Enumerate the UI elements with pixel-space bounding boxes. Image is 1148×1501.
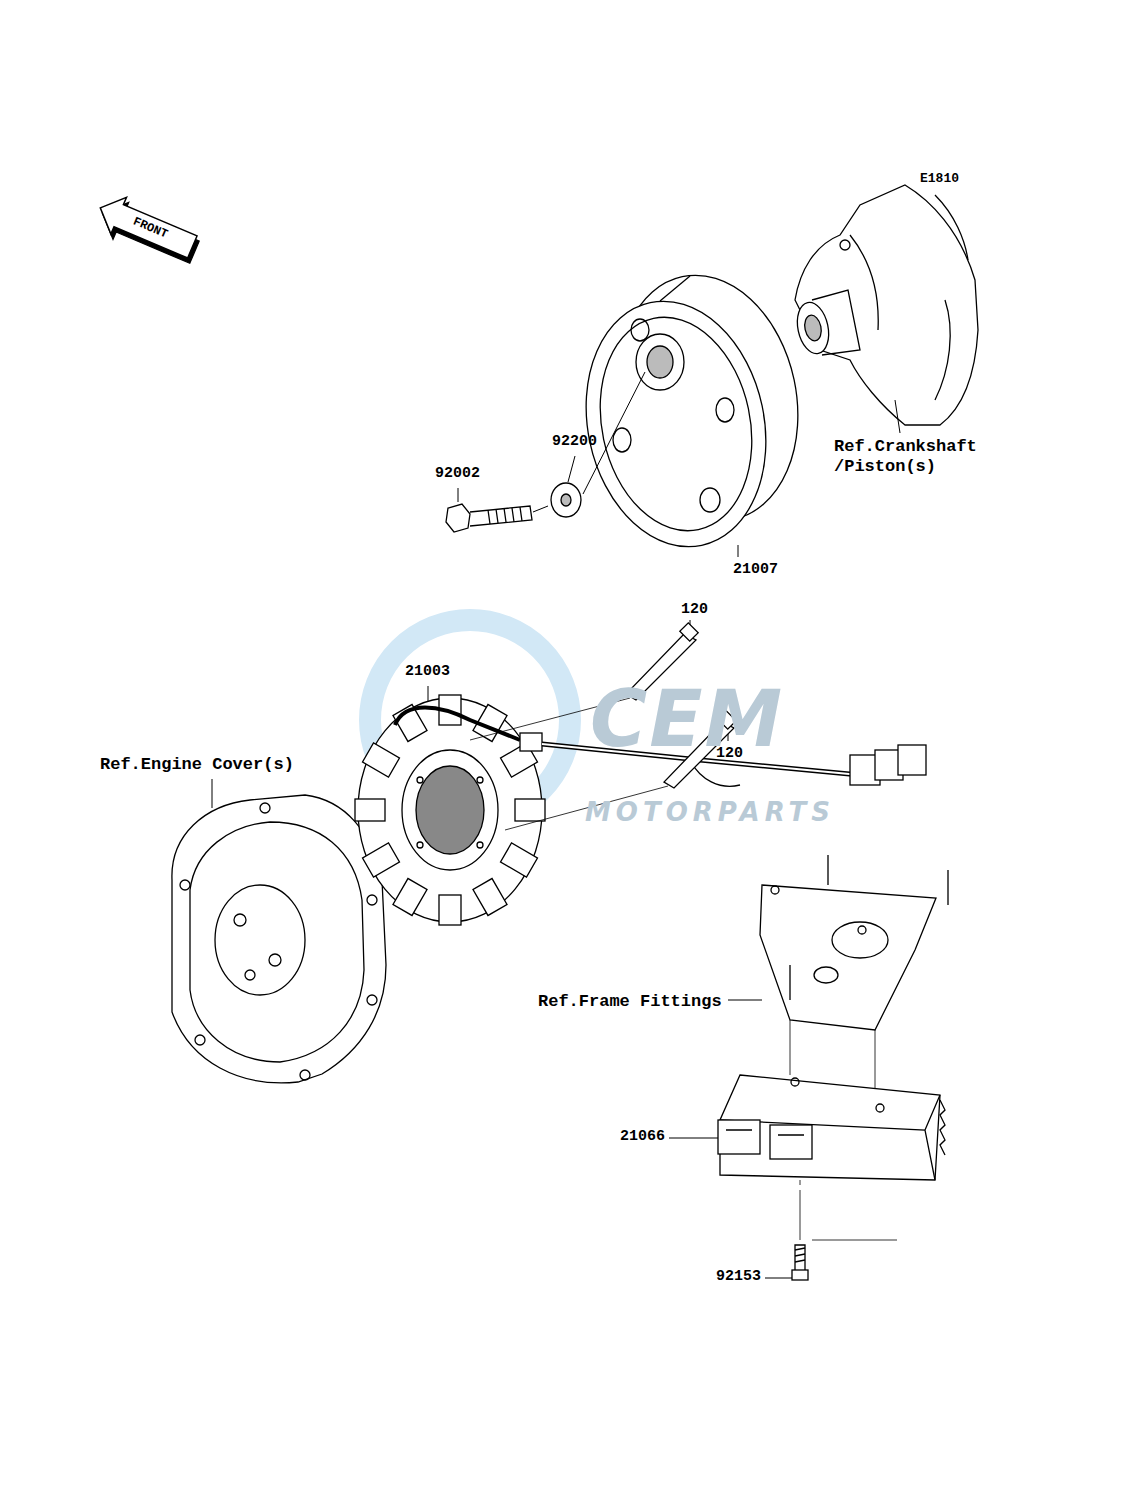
engine-cover (172, 795, 386, 1083)
regulator-bolt (792, 1245, 808, 1280)
callout-number: 21003 (405, 663, 450, 680)
front-marker: FRONT (131, 216, 170, 243)
callout-number: 21007 (733, 561, 778, 578)
flywheel-rotor (564, 258, 820, 563)
front-arrow (91, 189, 204, 270)
flywheel-bolt (446, 504, 548, 532)
reference-note: Ref.Crankshaft /Piston(s) (834, 437, 1009, 476)
callout-number: 120 (681, 601, 708, 618)
watermark: CEM (590, 675, 784, 765)
crankshaft (793, 185, 978, 425)
callout-number: 92153 (716, 1268, 761, 1285)
frame-fitting (760, 855, 948, 1100)
callout-number: 92002 (435, 465, 480, 482)
reference-note: Ref.Frame Fittings (538, 992, 722, 1012)
callout-number: 21066 (620, 1128, 665, 1145)
reference-note: Ref.Engine Cover(s) (100, 755, 294, 775)
callout-number: 92200 (552, 433, 597, 450)
drawing-code: E1810 (920, 172, 959, 187)
washer (551, 483, 581, 517)
watermark: MOTORPARTS (585, 798, 835, 828)
regulator-rectifier (718, 1075, 945, 1240)
